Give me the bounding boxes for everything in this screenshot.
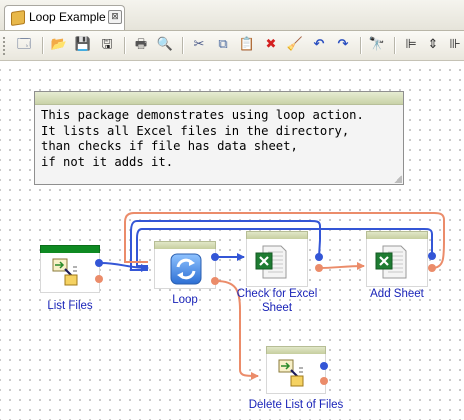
link-list-to-loop[interactable] — [100, 262, 149, 272]
output-port-success[interactable] — [428, 252, 436, 260]
delete-icon[interactable]: ✖ — [265, 37, 277, 52]
node-add-sheet[interactable] — [366, 231, 436, 287]
list-files-icon — [52, 258, 78, 286]
output-port-success[interactable] — [315, 253, 323, 261]
clear-icon[interactable]: 🧹 — [286, 37, 304, 52]
align-center-icon[interactable]: ⇕ — [427, 37, 439, 52]
description-note[interactable]: This package demonstrates using loop act… — [34, 91, 404, 185]
toolbar: 🗔 📂 💾 🖫 🖶 🔍 ✂ ⧉ 📋 ✖ 🧹 ↶ ↷ 🔭 ⊫ ⇕ ⊪ — [0, 31, 464, 61]
toolbar-separator — [124, 37, 126, 54]
undo-icon[interactable]: ↶ — [313, 37, 325, 52]
node-check-excel-sheet[interactable] — [246, 231, 323, 287]
properties-icon[interactable]: 🗔 — [16, 37, 32, 52]
link-add-sheet-orange-back[interactable] — [124, 212, 445, 269]
list-files-icon — [278, 359, 304, 387]
save-icon[interactable]: 💾 — [74, 37, 92, 52]
output-port-failure[interactable] — [95, 275, 103, 283]
align-right-icon[interactable]: ⊪ — [449, 37, 461, 52]
tab-loop-example[interactable]: Loop Example ⊠ — [4, 5, 125, 30]
print-icon[interactable]: 🖶 — [134, 37, 148, 52]
note-title-bar[interactable] — [35, 92, 403, 105]
node-label-delete-list-of-files: Delete List of Files — [248, 399, 344, 411]
toolbar-separator — [360, 37, 362, 54]
node-label-list-files: List Files — [47, 300, 93, 312]
link-check-to-add-sheet[interactable] — [318, 262, 365, 271]
excel-file-icon — [375, 245, 407, 279]
output-port-failure[interactable] — [315, 264, 323, 272]
find-icon[interactable]: 🔭 — [368, 37, 386, 52]
link-loop-to-delete-list[interactable] — [215, 280, 259, 380]
toolbar-grip[interactable] — [3, 37, 8, 55]
document-tab-bar: Loop Example ⊠ — [0, 0, 464, 31]
node-body — [40, 253, 100, 293]
node-body — [246, 239, 308, 287]
link-add-sheet-back-to-loop[interactable] — [136, 228, 433, 267]
node-delete-list-of-files[interactable] — [266, 346, 328, 394]
node-loop[interactable] — [154, 241, 219, 289]
copy-icon[interactable]: ⧉ — [218, 37, 228, 52]
open-icon[interactable]: 📂 — [50, 37, 68, 52]
loop-icon — [170, 253, 202, 285]
node-label-check-excel-sheet: Check for Excel Sheet — [236, 288, 318, 314]
node-list-files[interactable] — [40, 245, 103, 293]
close-tab-icon[interactable]: ⊠ — [108, 10, 122, 24]
node-body — [266, 354, 326, 394]
toolbar-separator — [42, 37, 44, 54]
note-resize-grip[interactable] — [394, 175, 402, 183]
output-port-success[interactable] — [320, 362, 328, 370]
node-label-add-sheet: Add Sheet — [370, 288, 424, 300]
output-port-failure[interactable] — [211, 277, 219, 285]
print-preview-icon[interactable]: 🔍 — [156, 37, 174, 52]
cut-icon[interactable]: ✂ — [193, 37, 205, 52]
output-port-failure[interactable] — [320, 377, 328, 385]
node-body — [366, 239, 428, 287]
node-body — [154, 249, 216, 289]
toolbar-separator — [182, 37, 184, 54]
tab-title: Loop Example — [29, 10, 106, 24]
redo-icon[interactable]: ↷ — [337, 37, 349, 52]
output-port-failure[interactable] — [428, 264, 436, 272]
paste-icon[interactable]: 📋 — [238, 37, 256, 52]
link-check-back-to-loop[interactable] — [130, 220, 321, 271]
excel-file-icon — [255, 245, 287, 279]
output-port-success[interactable] — [95, 259, 103, 267]
toolbar-separator — [394, 37, 396, 54]
node-label-loop: Loop — [172, 294, 198, 306]
note-text: This package demonstrates using loop act… — [41, 108, 364, 169]
output-port-success[interactable] — [211, 253, 219, 261]
align-left-icon[interactable]: ⊫ — [405, 37, 417, 52]
save-all-icon[interactable]: 🖫 — [101, 37, 113, 52]
